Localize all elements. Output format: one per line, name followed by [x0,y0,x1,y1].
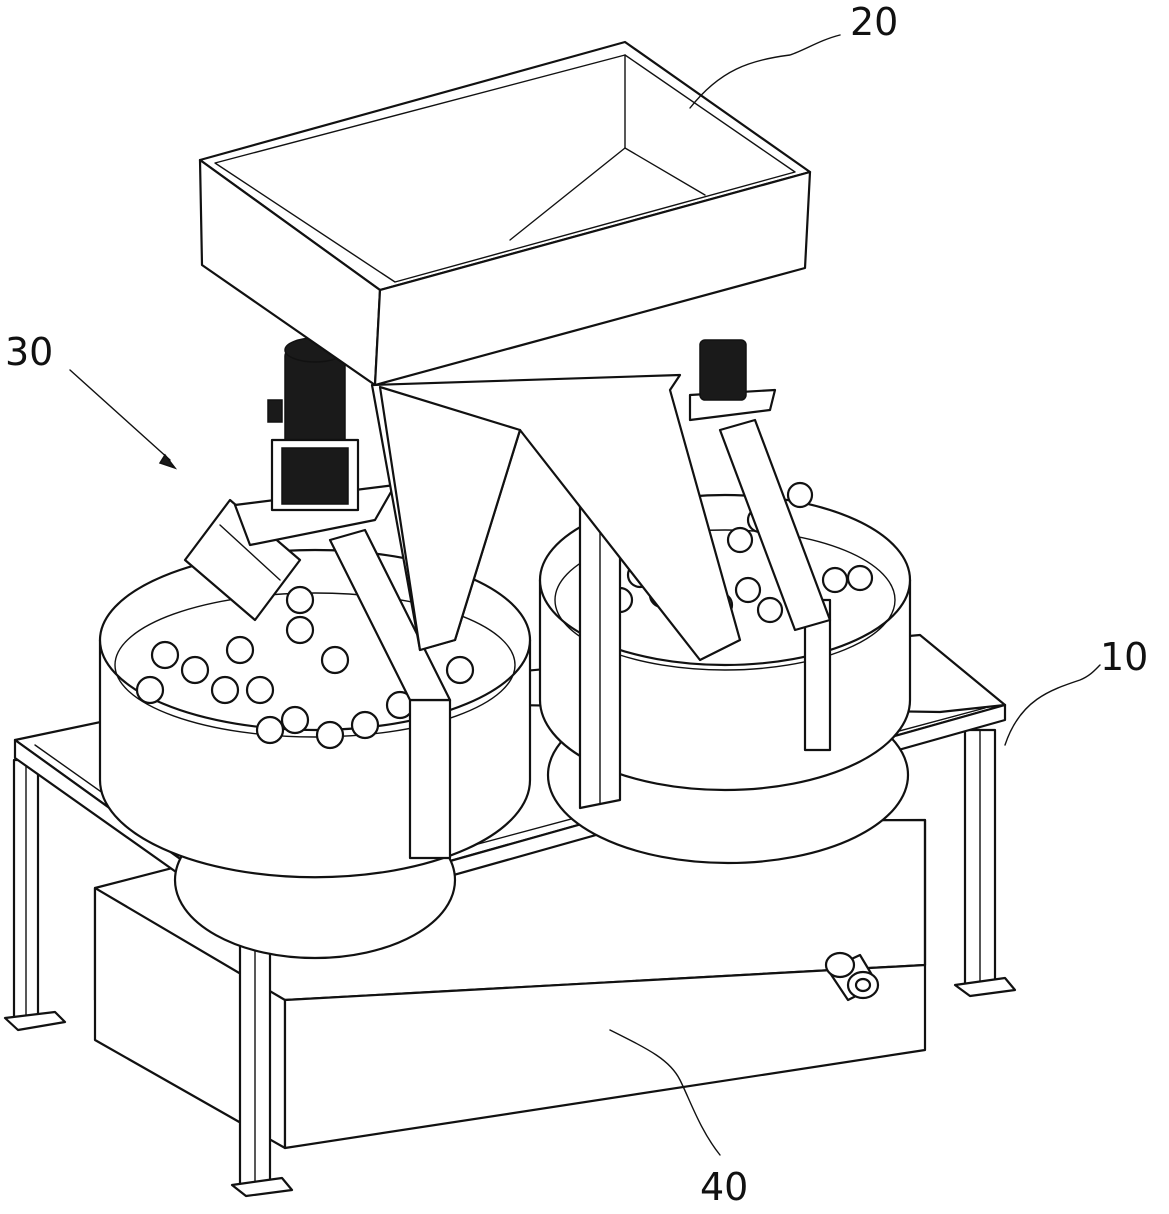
right-motor [699,339,747,401]
right-motor-assembly [688,339,832,632]
label-20: 20 [689,0,898,109]
label-40-text: 40 [700,1165,748,1209]
left-balls [135,585,475,750]
label-30: 30 [5,330,178,470]
label-20-text: 20 [850,0,898,44]
left-motor-assembly [183,337,452,702]
feed-hopper [198,40,812,662]
label-10: 10 [1004,635,1148,746]
label-40: 40 [609,1029,748,1209]
outlet-pipe [824,951,880,1002]
label-30-text: 30 [5,330,53,374]
label-10-text: 10 [1100,635,1148,679]
